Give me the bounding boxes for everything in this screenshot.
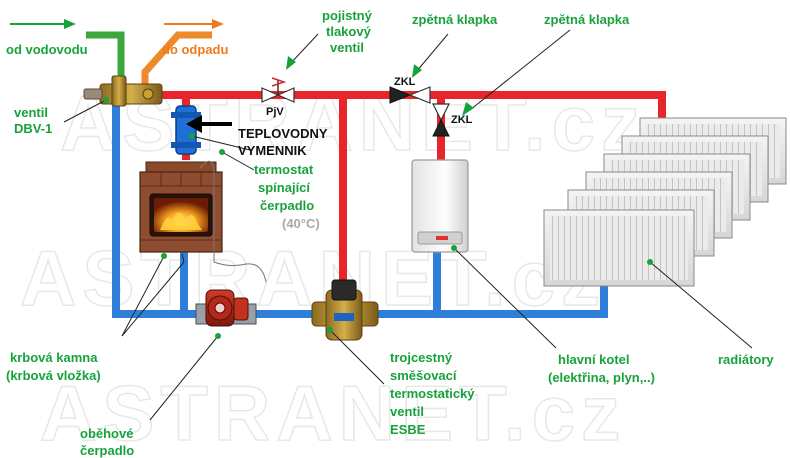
safety-valve-icon [261, 77, 295, 103]
label-fireplace-line2: (krbová vložka) [6, 368, 101, 383]
label-safety-valve-line2: tlakový [326, 24, 372, 39]
leader-lines [63, 29, 753, 421]
label-mixing-valve-line5: ESBE [390, 422, 426, 437]
label-main-boiler-line2: (elektřina, plyn,..) [548, 370, 655, 385]
drain-arrow [164, 19, 224, 29]
label-check-valve-2: zpětná klapka [544, 12, 630, 27]
inlet-arrow [10, 19, 76, 29]
label-pump-line2: čerpadlo [80, 443, 134, 458]
label-thermostat-line2: spínající [258, 180, 310, 195]
label-thermostat-temp: (40°C) [282, 216, 320, 231]
inlet-pipe [86, 31, 125, 88]
label-radiators: radiátory [718, 352, 774, 367]
mixing-valve-icon [311, 279, 379, 341]
label-thermostat-line3: čerpadlo [260, 198, 314, 213]
radiator-1 [543, 209, 695, 287]
label-check-valve-1: zpětná klapka [412, 12, 498, 27]
circulation-pump-icon [195, 289, 257, 327]
fireplace-stove-icon [139, 161, 223, 253]
exchanger-pointer-arrow [186, 115, 232, 133]
drain-pipe [141, 31, 212, 88]
check-valve-side-icon [432, 103, 450, 137]
label-mixing-valve-line1: trojcestný [390, 350, 453, 365]
check-valve-top-icon [389, 86, 431, 104]
heat-exchanger-icon [171, 105, 201, 155]
label-safety-valve-line3: ventil [330, 40, 364, 55]
label-thermostat-line1: termostat [254, 162, 314, 177]
safety-valve-tag: PjV [266, 106, 284, 118]
label-mixing-valve-line2: směšovací [390, 368, 457, 383]
label-fireplace-line1: krbová kamna [10, 350, 98, 365]
label-mixing-valve-line4: ventil [390, 404, 424, 419]
watermark-text-3: ASTRANET.cz [40, 369, 626, 457]
main-boiler-icon [411, 159, 469, 253]
label-safety-valve-line1: pojistný [322, 8, 373, 23]
check-valve-side-tag: ZKL [451, 114, 473, 126]
radiator-stack [543, 117, 787, 287]
check-valve-top-tag: ZKL [394, 76, 416, 88]
label-mixing-valve-line3: termostatický [390, 386, 475, 401]
label-cold-water-inlet: od vodovodu [6, 42, 88, 57]
label-pump-line1: oběhové [80, 426, 133, 441]
label-main-boiler-line1: hlavní kotel [558, 352, 630, 367]
label-dbv-valve-line1: ventil [14, 105, 48, 120]
label-dbv-valve-line2: DBV-1 [14, 121, 52, 136]
label-drain-outlet: do odpadu [162, 42, 228, 57]
dbv-valve-icon [83, 75, 163, 107]
label-heat-exchanger-line1: TEPLOVODNY [238, 126, 328, 141]
thermostat-wire [199, 160, 267, 283]
label-heat-exchanger-line2: VYMENNIK [238, 143, 307, 158]
